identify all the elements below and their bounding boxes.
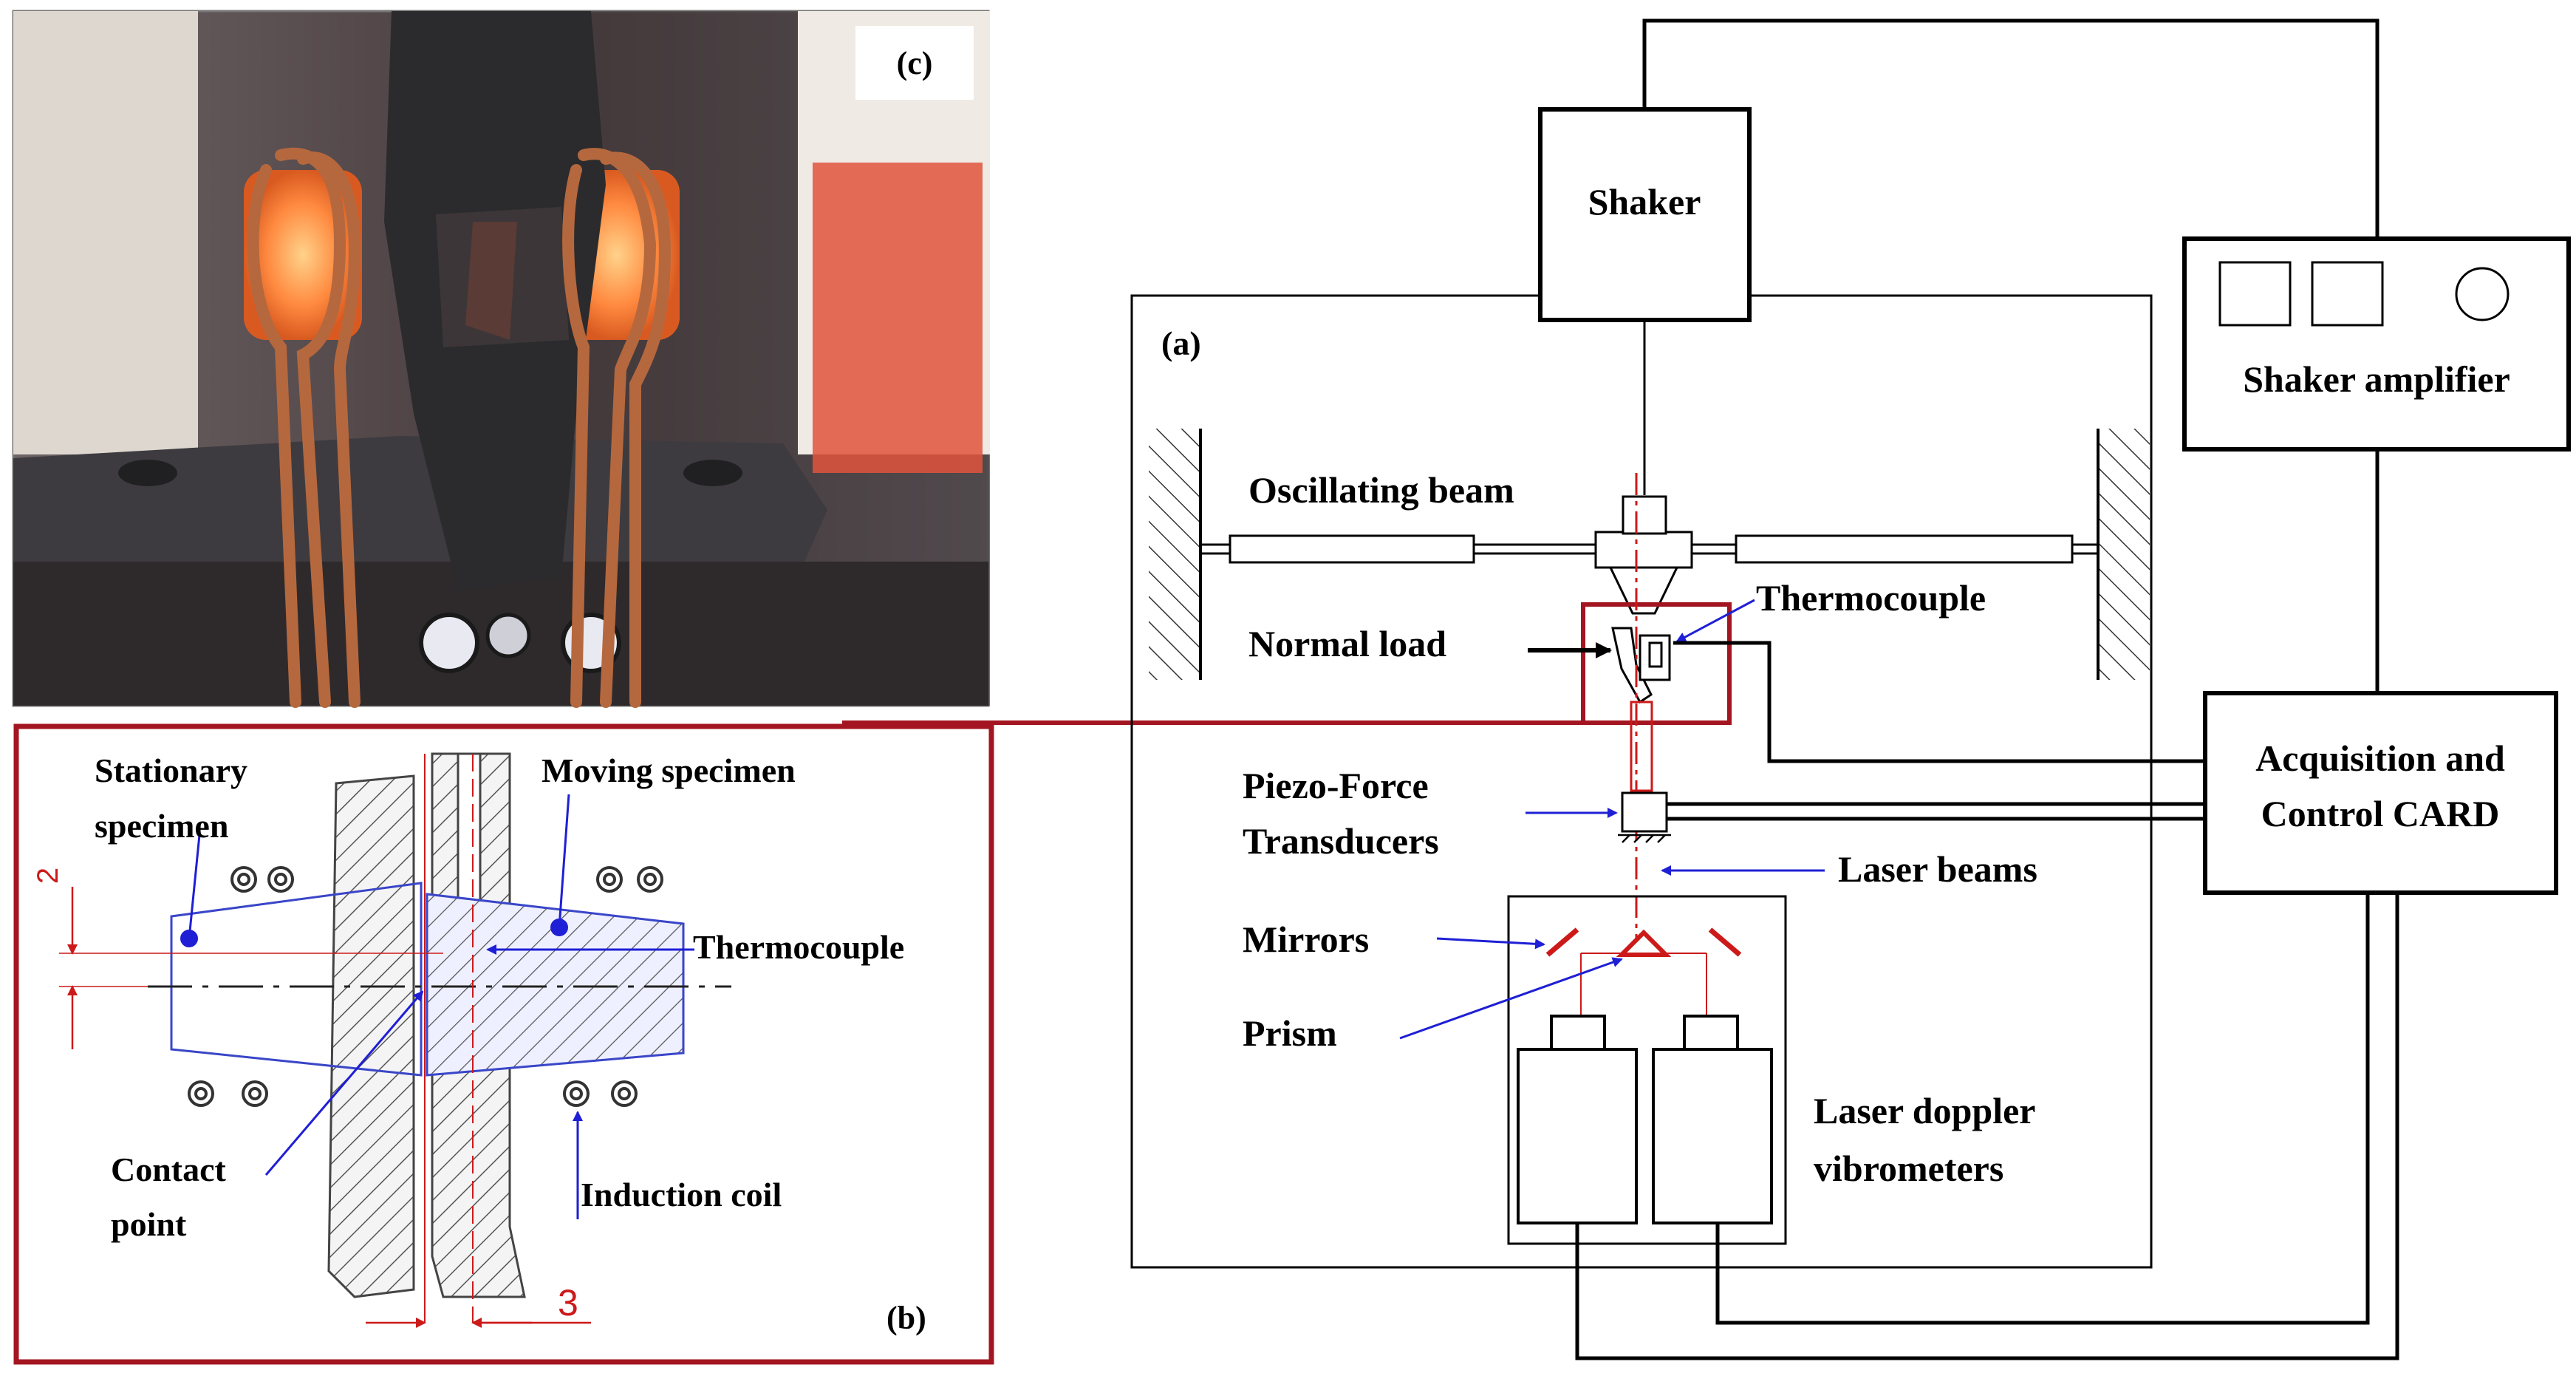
prism-label: Prism xyxy=(1243,1012,1337,1054)
detail-stationary-leader xyxy=(188,834,201,939)
shaker-amplifier-label: Shaker amplifier xyxy=(2243,358,2510,400)
label-induction-coil: Induction coil xyxy=(581,1176,782,1213)
amplifier-button-2 xyxy=(2311,261,2384,327)
piezo-ground xyxy=(1618,834,1671,843)
label-detail-thermocouple: Thermocouple xyxy=(693,928,904,966)
vibrometer-label-1: Laser doppler xyxy=(1814,1090,2036,1131)
vibrometer-label-2: vibrometers xyxy=(1814,1148,2003,1189)
panel-label-b: (b) xyxy=(886,1300,926,1336)
setup-specimen-holder xyxy=(1611,627,1671,704)
panel-label-c: (c) xyxy=(897,45,933,81)
acquisition-card-box xyxy=(2203,691,2558,895)
label-moving-specimen: Moving specimen xyxy=(541,752,796,789)
piezo-label-2: Transducers xyxy=(1243,820,1439,862)
mirrors-label: Mirrors xyxy=(1243,919,1369,960)
setup-panel: (a) Shaker Shaker amplifier Acquisition … xyxy=(1130,18,2571,1360)
contact-zone-highlight xyxy=(1581,602,1732,725)
prism-arrow xyxy=(1399,957,1623,1040)
amplifier-button-1 xyxy=(2218,261,2292,327)
acq-label-2: Control CARD xyxy=(2261,793,2500,834)
detail-dim-3: 3 xyxy=(558,1282,578,1323)
thermocouple-label: Thermocouple xyxy=(1756,577,1986,619)
wire-vibrometer-2 xyxy=(1715,893,2370,1325)
laser-vibrometers xyxy=(1517,1015,1773,1224)
oscillating-beam xyxy=(1200,495,2098,615)
label-stationary-2: specimen xyxy=(95,807,228,845)
detail-stationary-specimen xyxy=(170,882,423,1077)
detail-moving-specimen xyxy=(426,893,685,1077)
detail-coil-sections xyxy=(188,866,663,1107)
piezo-label-1: Piezo-Force xyxy=(1243,765,1429,806)
detail-dim-2: 2 xyxy=(32,868,64,884)
oscillating-beam-label: Oscillating beam xyxy=(1248,469,1514,511)
detail-moving-leader xyxy=(558,794,570,928)
detail-panel: 2 3 Stationary specimen Moving specimen … xyxy=(13,723,994,1365)
photo-panel: (c) xyxy=(12,10,990,708)
detail-contact-arrow xyxy=(264,990,424,1176)
acq-label-1: Acquisition and xyxy=(2255,737,2505,779)
right-wall xyxy=(2098,429,2150,680)
label-contact-2: point xyxy=(111,1205,187,1243)
photo-induction-coils xyxy=(247,147,672,708)
mirror-left xyxy=(1545,927,1579,957)
wire-shaker-amplifier xyxy=(1642,18,2379,239)
piezo-transducer xyxy=(1621,791,1668,833)
photo-furnace-wall-left xyxy=(13,11,198,454)
laser-beams-label: Laser beams xyxy=(1838,848,2037,890)
photo-label-box xyxy=(855,26,974,100)
thermocouple-arrow xyxy=(1675,599,1755,643)
amplifier-knob xyxy=(2455,267,2510,321)
mirror-right xyxy=(1708,927,1742,957)
detail-dimension-vertical xyxy=(59,887,443,1049)
mirrors-arrow xyxy=(1436,937,1545,950)
label-contact-1: Contact xyxy=(111,1151,227,1188)
photo-base-plate xyxy=(13,436,827,576)
wire-vibrometer-1 xyxy=(1575,893,2399,1360)
vibrometer-enclosure xyxy=(1507,895,1787,1245)
prism-shape xyxy=(1616,929,1672,957)
panel-label-a: (a) xyxy=(1161,324,1201,362)
shaker-label: Shaker xyxy=(1588,181,1701,222)
photo-hot-reflection xyxy=(813,163,983,473)
shaker-box xyxy=(1538,107,1752,322)
left-wall xyxy=(1149,429,1200,680)
wire-thermocouple-acq xyxy=(1673,641,2205,763)
detail-left-grip xyxy=(327,774,415,1298)
normal-load-label: Normal load xyxy=(1248,623,1446,664)
label-stationary-1: Stationary xyxy=(95,752,247,789)
